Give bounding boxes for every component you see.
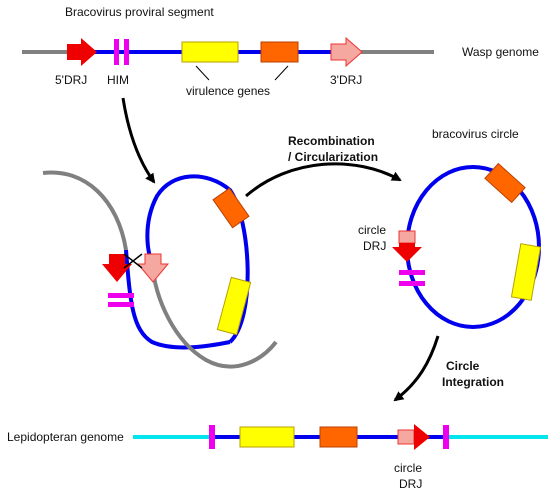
him-mark-1 bbox=[114, 39, 119, 65]
viral-dna-loop-a bbox=[124, 249, 231, 350]
integrated-him-right bbox=[443, 425, 449, 449]
proviral-segment-row: Bracovirus proviral segment Wasp genome … bbox=[22, 5, 539, 98]
circle-drj-label-2: DRJ bbox=[363, 239, 386, 253]
virulence-genes-label: virulence genes bbox=[186, 84, 270, 98]
virulence-gene-yellow bbox=[181, 41, 239, 63]
virulence-pointer-right bbox=[274, 65, 289, 81]
integrated-him-left bbox=[209, 425, 215, 449]
integrated-drj-arrow bbox=[414, 424, 430, 450]
looped-segment bbox=[42, 170, 278, 369]
lepidopteran-genome-row: Lepidopteran genome circle DRJ bbox=[7, 424, 548, 491]
circle-drj-label-1: circle bbox=[358, 223, 386, 237]
recombination-label-2: / Circularization bbox=[288, 150, 378, 164]
circle-him-mark-1 bbox=[399, 270, 425, 275]
drj5-arrow bbox=[67, 38, 97, 66]
circle-drj-arrow bbox=[392, 243, 422, 262]
loop-him-mark-2 bbox=[108, 302, 134, 307]
circle-gene-orange bbox=[484, 162, 526, 204]
final-drj-label-1: circle bbox=[394, 461, 422, 475]
integrated-drj-light bbox=[397, 429, 415, 445]
virulence-pointer-left bbox=[195, 65, 210, 81]
excision-arrow bbox=[121, 97, 156, 184]
loop-drj5-arrow bbox=[102, 254, 132, 282]
segment-title: Bracovirus proviral segment bbox=[65, 5, 214, 19]
recombination-label-1: Recombination bbox=[288, 134, 375, 148]
loop-gene-yellow bbox=[216, 276, 252, 336]
bracovirus-circle-label: bracovirus circle bbox=[432, 127, 519, 141]
him-label: HIM bbox=[107, 73, 129, 87]
bracovirus-circle: bracovirus circle circle DRJ bbox=[358, 127, 542, 329]
integrated-gene-yellow bbox=[239, 426, 295, 448]
circle-drj-light bbox=[398, 230, 416, 244]
final-drj-label-2: DRJ bbox=[399, 477, 422, 491]
him-mark-2 bbox=[124, 39, 129, 65]
integration-arrow bbox=[393, 335, 440, 402]
wasp-dna-loop-right bbox=[150, 261, 278, 369]
loop-gene-orange bbox=[212, 187, 250, 229]
drj3-label: 3'DRJ bbox=[330, 73, 362, 87]
circle-him-mark-2 bbox=[399, 281, 425, 286]
drj5-label: 5'DRJ bbox=[55, 73, 87, 87]
integration-label-2: Integration bbox=[442, 375, 504, 389]
integrated-gene-orange bbox=[319, 426, 358, 448]
drj3-arrow bbox=[330, 36, 363, 68]
virulence-gene-orange bbox=[260, 41, 299, 63]
loop-drj3-arrow bbox=[136, 253, 170, 283]
lepidopteran-genome-label: Lepidopteran genome bbox=[7, 430, 124, 444]
loop-him-mark-1 bbox=[108, 293, 134, 298]
circle-gene-yellow bbox=[510, 243, 542, 301]
wasp-genome-label: Wasp genome bbox=[462, 45, 539, 59]
integration-label-1: Circle bbox=[446, 359, 480, 373]
wasp-dna-loop-left bbox=[42, 170, 128, 251]
recombination-cross-2 bbox=[123, 253, 143, 269]
recombination-arrow bbox=[245, 162, 402, 198]
